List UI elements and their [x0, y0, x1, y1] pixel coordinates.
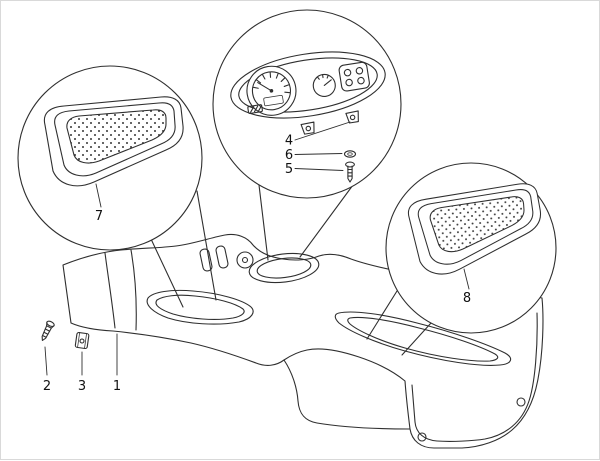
screw-icon-part2 [39, 320, 55, 342]
part-label-5: 5 [285, 162, 293, 177]
part-label-2: 2 [43, 379, 51, 394]
part2-leader [45, 347, 47, 375]
clip-icon-part3 [75, 332, 89, 349]
part-label-8: 8 [463, 291, 471, 306]
indicator-light-panel [338, 62, 370, 92]
callout-circle-top: 4 6 5 [213, 10, 401, 198]
callout-circle-right: 8 [386, 163, 556, 333]
part-label-3: 3 [78, 379, 86, 394]
part-label-7: 7 [95, 209, 103, 224]
part-label-6: 6 [285, 148, 293, 163]
part-label-1: 1 [113, 379, 121, 394]
part-label-4: 4 [285, 134, 293, 149]
leader-line [259, 185, 268, 260]
callout-circle-left: 7 [18, 66, 202, 250]
